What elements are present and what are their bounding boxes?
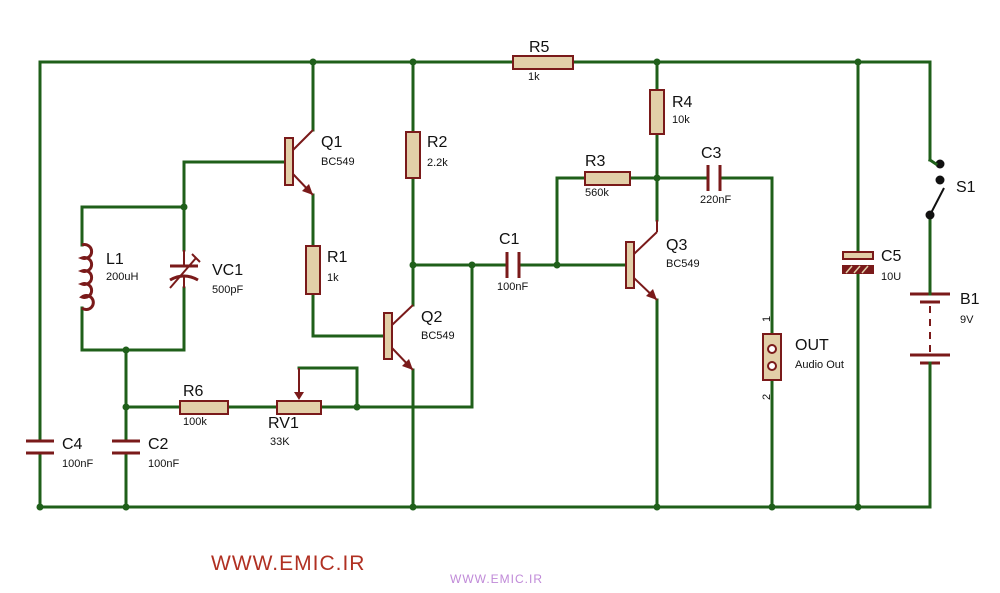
r2-ref: R2: [427, 134, 448, 151]
r4-value: 10k: [672, 114, 690, 126]
transistor-q1[interactable]: Q1 BC549: [284, 129, 355, 196]
wires: [38, 60, 932, 509]
l1-value: 200uH: [106, 271, 138, 283]
junction-dot: [653, 174, 661, 182]
r2-value: 2.2k: [427, 157, 448, 169]
c4-value: 100nF: [62, 458, 93, 470]
resistor-r4[interactable]: R4 10k: [649, 89, 693, 135]
output-connector[interactable]: 1 2 OUT Audio Out: [761, 316, 844, 400]
resistor-r3[interactable]: R3 560k: [584, 153, 631, 199]
c5-value: 10U: [881, 271, 901, 283]
q2-ref: Q2: [421, 309, 442, 326]
junction-dot: [36, 503, 44, 511]
c4-ref: C4: [62, 436, 83, 453]
vc1-value: 500pF: [212, 284, 243, 296]
junction-dot: [409, 58, 417, 66]
junction-dot: [768, 503, 776, 511]
junction-dot: [553, 261, 561, 269]
switch-s1[interactable]: S1: [925, 157, 976, 220]
junction-dot: [409, 261, 417, 269]
b1-ref: B1: [960, 291, 980, 308]
capacitor-c3[interactable]: C3 220nF: [700, 145, 731, 206]
junction-dot: [854, 58, 862, 66]
junction-dot: [122, 346, 130, 354]
capacitor-c1[interactable]: C1 100nF: [497, 231, 528, 293]
out-value: Audio Out: [795, 359, 844, 371]
resistor-r2[interactable]: R2 2.2k: [405, 131, 448, 179]
electrolytic-capacitor-c5[interactable]: C5 10U: [842, 248, 902, 283]
resistor-r6[interactable]: R6 100k: [179, 383, 229, 428]
r5-ref: R5: [529, 39, 550, 56]
inductor-l1[interactable]: L1 200uH: [77, 243, 138, 311]
transistor-q2[interactable]: Q2 BC549: [383, 304, 455, 371]
q2-value: BC549: [421, 330, 455, 342]
r5-value: 1k: [528, 71, 540, 83]
l1-ref: L1: [106, 251, 124, 268]
resistor-r1[interactable]: R1 1k: [305, 245, 348, 295]
battery-b1[interactable]: B1 9V: [910, 288, 980, 370]
vc1-ref: VC1: [212, 262, 243, 279]
junction-dot: [854, 503, 862, 511]
rv1-ref: RV1: [268, 415, 299, 432]
junction-dot: [409, 503, 417, 511]
junction-dot: [468, 261, 476, 269]
potentiometer-rv1[interactable]: RV1 33K: [268, 368, 322, 448]
q1-ref: Q1: [321, 134, 342, 151]
variable-capacitor-vc1[interactable]: VC1 500pF: [169, 250, 243, 296]
r6-ref: R6: [183, 383, 204, 400]
c3-ref: C3: [701, 145, 722, 162]
q3-value: BC549: [666, 258, 700, 270]
resistor-r5[interactable]: R5 1k: [512, 39, 574, 83]
q1-value: BC549: [321, 156, 355, 168]
r1-ref: R1: [327, 249, 348, 266]
out-ref: OUT: [795, 337, 829, 354]
junction-dot: [122, 503, 130, 511]
watermark-primary: WWW.EMIC.IR: [211, 552, 365, 575]
c2-value: 100nF: [148, 458, 179, 470]
out-pin-1: 1: [761, 316, 773, 322]
junction-dot: [653, 58, 661, 66]
c3-value: 220nF: [700, 194, 731, 206]
watermark-secondary: WWW.EMIC.IR: [450, 572, 543, 586]
c1-ref: C1: [499, 231, 520, 248]
r1-value: 1k: [327, 272, 339, 284]
transistor-q3[interactable]: Q3 BC549: [625, 220, 700, 301]
junction-dot: [309, 58, 317, 66]
junction-dot: [180, 203, 188, 211]
junctions: [36, 58, 862, 511]
q3-ref: Q3: [666, 237, 687, 254]
r6-value: 100k: [183, 416, 207, 428]
junction-dot: [353, 403, 361, 411]
capacitor-c4[interactable]: C4 100nF: [26, 436, 93, 470]
capacitor-c2[interactable]: C2 100nF: [112, 436, 179, 470]
c1-value: 100nF: [497, 281, 528, 293]
rv1-value: 33K: [270, 436, 290, 448]
junction-dot: [122, 403, 130, 411]
r3-ref: R3: [585, 153, 606, 170]
b1-value: 9V: [960, 314, 974, 326]
junction-dot: [653, 503, 661, 511]
out-pin-2: 2: [761, 394, 773, 400]
r3-value: 560k: [585, 187, 609, 199]
s1-ref: S1: [956, 179, 976, 196]
c5-ref: C5: [881, 248, 902, 265]
r4-ref: R4: [672, 94, 693, 111]
c2-ref: C2: [148, 436, 169, 453]
